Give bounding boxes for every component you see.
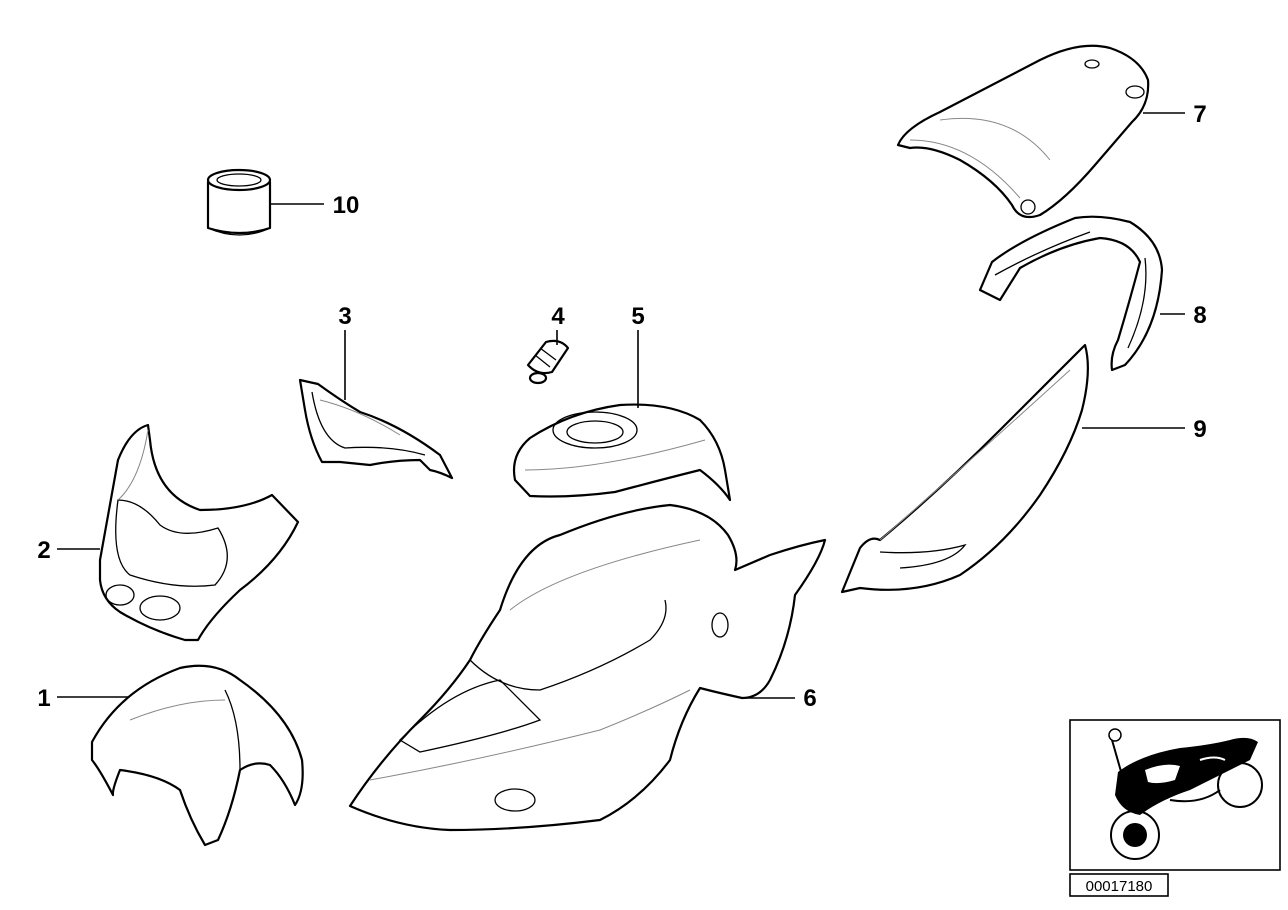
part-9-rear-side-panel[interactable] — [840, 343, 1089, 594]
reference-thumbnail — [1069, 719, 1281, 871]
leader-lines — [57, 112, 1185, 699]
callout-6[interactable]: 6 — [803, 685, 816, 712]
part-4-clip[interactable] — [526, 339, 570, 385]
callout-10[interactable]: 10 — [333, 192, 360, 219]
part-7-seat-cowl[interactable] — [896, 44, 1150, 219]
callout-4[interactable]: 4 — [551, 303, 565, 330]
part-8-rear-frame-trim[interactable] — [978, 215, 1164, 372]
callout-3[interactable]: 3 — [338, 303, 351, 330]
diagram-number-label: 00017180 — [1069, 873, 1169, 897]
callout-labels: 1 2 3 4 5 6 7 8 9 10 — [37, 101, 1206, 712]
part-2-front-fairing-trim[interactable] — [98, 423, 300, 642]
callout-7[interactable]: 7 — [1193, 101, 1206, 128]
part-3-inner-panel[interactable] — [298, 378, 454, 480]
part-1-front-fender[interactable] — [90, 664, 304, 847]
part-5-tank-cover[interactable] — [512, 403, 732, 502]
part-10-sleeve[interactable] — [206, 168, 272, 236]
callout-5[interactable]: 5 — [631, 303, 644, 330]
callout-8[interactable]: 8 — [1193, 302, 1206, 329]
motorcycle-silhouette-icon — [1108, 728, 1263, 860]
part-6-side-panel[interactable] — [348, 503, 827, 832]
callout-9[interactable]: 9 — [1193, 416, 1206, 443]
callout-2[interactable]: 2 — [37, 537, 50, 564]
diagram-number: 00017180 — [1086, 878, 1153, 895]
callout-1[interactable]: 1 — [37, 685, 50, 712]
